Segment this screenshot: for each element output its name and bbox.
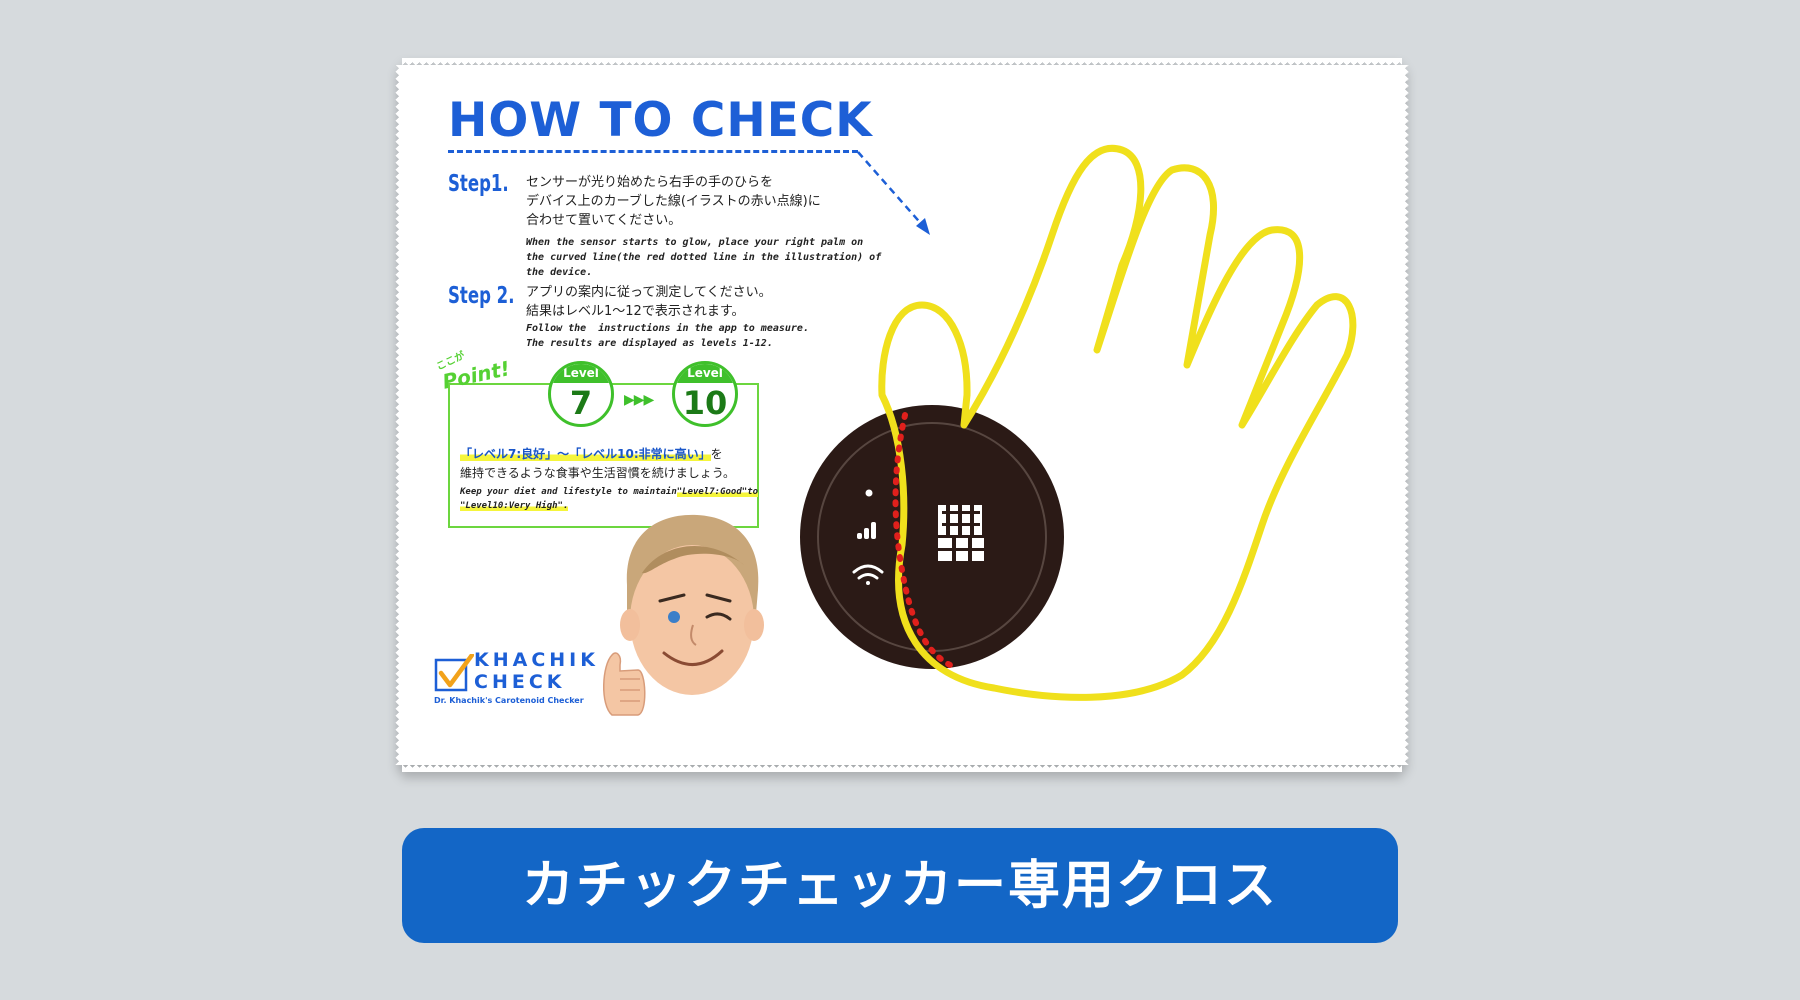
level-word: Level <box>551 364 611 383</box>
sensor-grid-icon <box>938 505 984 561</box>
point-en-text: Keep your diet and lifestyle to maintain… <box>460 485 759 513</box>
step1-en-line1: When the sensor starts to glow, place yo… <box>526 237 864 248</box>
logo-text-top: KHACHIK <box>474 649 599 671</box>
level-10-badge: Level 10 <box>672 361 738 427</box>
caption-bar: カチックチェッカー専用クロス <box>402 828 1398 943</box>
point-en-highlight2: "Level10:Very High". <box>460 501 569 511</box>
step2-jp-line2: 結果はレベル1～12で表示されます。 <box>526 304 745 319</box>
cloth-pinked-edge-left <box>395 65 403 765</box>
level-7-badge: Level 7 <box>548 361 614 427</box>
logo-tagline: Dr. Khachik's Carotenoid Checker <box>434 696 584 705</box>
level-10-number: 10 <box>682 384 728 422</box>
point-jp-line2: 維持できるような食事や生活習慣を続けましょう。 <box>460 466 736 480</box>
status-dot-icon <box>865 489 873 497</box>
point-en-line1: Keep your diet and lifestyle to maintain <box>460 487 677 497</box>
step2-en-line2: The results are displayed as levels 1-12… <box>526 338 773 349</box>
step1-en-line3: the device. <box>526 267 593 278</box>
point-jp-highlight: 「レベル7:良好」～「レベル10:非常に高い」 <box>460 447 711 461</box>
carotenoid-checker-device <box>800 405 1064 669</box>
step1-jp-line2: デバイス上のカーブした線(イラストの赤い点線)に <box>526 194 821 209</box>
step1-jp-line3: 合わせて置いてください。 <box>526 213 682 228</box>
step2-jp-line1: アプリの案内に従って測定してください。 <box>526 285 772 300</box>
point-jp-text: 「レベル7:良好」～「レベル10:非常に高い」を維持できるような食事や生活習慣を… <box>460 445 735 483</box>
how-to-check-title: HOW TO CHECK <box>448 93 873 148</box>
point-en-highlight1: "Level7:Good"to <box>676 487 759 497</box>
step1-label: Step1. <box>448 171 509 197</box>
cloth-pinked-edge-right <box>1401 65 1409 765</box>
step2-en-line1: Follow the instructions in the app to me… <box>526 323 809 334</box>
hand-outline <box>878 144 1357 701</box>
signal-bars-icon <box>857 522 876 539</box>
khachik-check-logo: KHACHIK CHECK Dr. Khachik's Carotenoid C… <box>434 649 619 709</box>
wifi-icon <box>852 564 884 585</box>
step1-jp-line1: センサーが光り始めたら右手の手のひらを <box>526 175 774 190</box>
doctor-character-icon <box>603 514 764 716</box>
step1-en-line2: the curved line(the red dotted line in t… <box>526 252 882 263</box>
cleaning-cloth: HOW TO CHECK Step1. センサーが光り始めたら右手の手のひらを … <box>395 58 1409 772</box>
point-jp-after: を <box>710 447 723 461</box>
dashed-arrow-icon <box>857 151 930 235</box>
level-word: Level <box>675 364 735 383</box>
triple-arrow-icon: ▶▶▶ <box>624 392 654 408</box>
title-dashed-underline <box>448 150 858 153</box>
illustration <box>603 144 1357 716</box>
red-dotted-line <box>892 412 953 668</box>
step2-label: Step 2. <box>448 283 515 309</box>
checkbox-check-icon <box>434 654 474 692</box>
caption-text: カチックチェッカー専用クロス <box>521 855 1278 916</box>
logo-text-bottom: CHECK <box>474 671 566 693</box>
level-7-number: 7 <box>569 384 593 422</box>
